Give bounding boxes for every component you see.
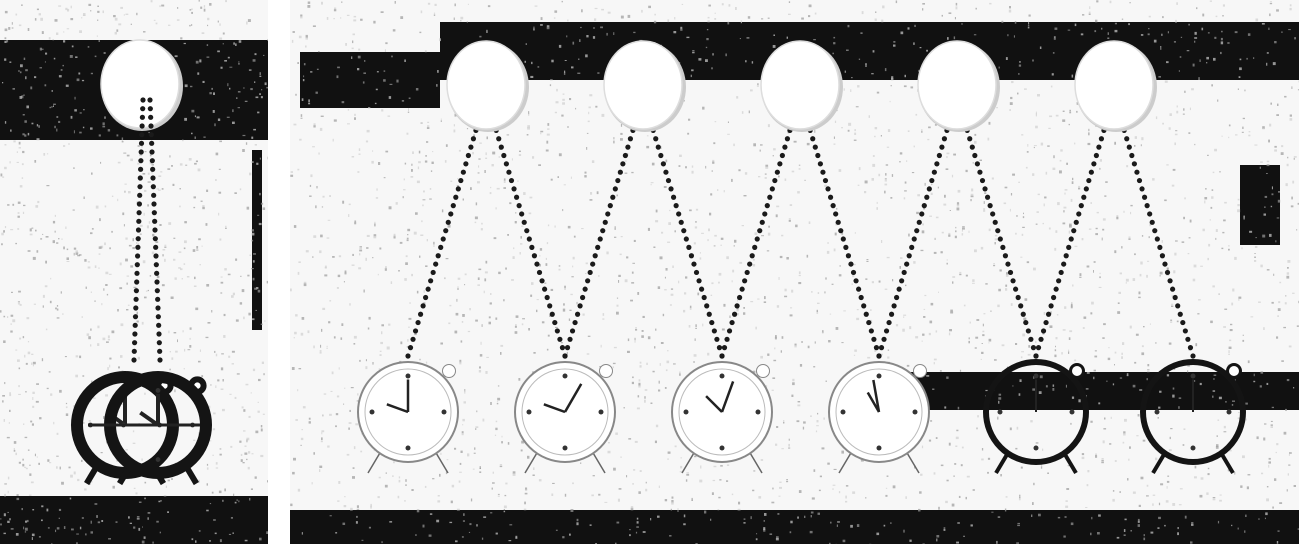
panel-divider [274, 0, 286, 544]
oval-observer-icon [603, 40, 686, 132]
alarm-clock-icon [828, 361, 930, 474]
right-panel [290, 0, 1299, 544]
speckle-texture [290, 0, 1299, 544]
dotted-signal-line [797, 94, 882, 359]
oval-observer-icon [446, 40, 529, 132]
alarm-clock-icon [983, 359, 1089, 475]
left-diagram [0, 0, 268, 544]
dotted-signal-line [1111, 94, 1196, 359]
oval-observer-icon [1074, 40, 1157, 132]
oval-observer-icon [917, 40, 1000, 132]
right-diagram [290, 0, 1299, 544]
alarm-clock-icon [671, 361, 773, 474]
oval-observer-icon [100, 39, 183, 131]
dotted-signal-line [147, 97, 163, 363]
alarm-clock-icon [357, 361, 459, 474]
dotted-signal-line [131, 97, 146, 363]
alarm-clock-icon [514, 361, 616, 474]
dark-band-bottom [0, 496, 268, 544]
dotted-signal-line [640, 94, 725, 359]
dotted-signal-line [405, 94, 489, 359]
oval-observer-icon [760, 40, 843, 132]
right-figure [357, 40, 1246, 475]
dotted-signal-line [1033, 94, 1117, 359]
left-figure [71, 39, 212, 486]
speckle-texture [0, 0, 268, 544]
dark-block-right [1240, 165, 1280, 245]
dark-edge-strip [252, 150, 262, 330]
dark-band-bottom [290, 510, 1299, 544]
left-panel [0, 0, 268, 544]
alarm-clock-icon [1140, 359, 1246, 475]
dark-band-top-left [300, 52, 440, 108]
dark-band-top [440, 22, 1299, 80]
